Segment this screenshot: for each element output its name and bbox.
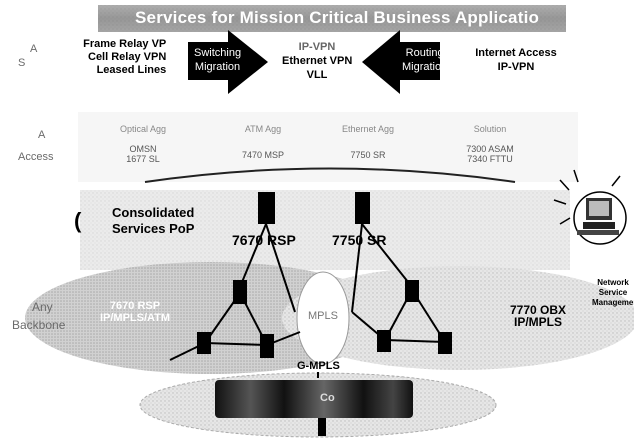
mpls-core bbox=[296, 271, 350, 365]
pop-router-7670-label: 7670 RSP bbox=[232, 232, 296, 248]
router-7750-sr-top bbox=[355, 192, 370, 224]
service-vll: VLL bbox=[306, 69, 328, 81]
access-header-optical: Optical Agg bbox=[119, 124, 167, 134]
pop-label-consolidated: Consolidated bbox=[112, 205, 195, 220]
banner-title: Services for Mission Critical Business A… bbox=[135, 8, 540, 27]
row-label-backbone-b: Backbone bbox=[12, 318, 66, 332]
optical-label: Co bbox=[320, 392, 335, 404]
router-7670-rsp-top bbox=[258, 192, 275, 224]
access-ethernet-7750: 7750 SR bbox=[350, 150, 386, 160]
pop-router-7750-label: 7750 SR bbox=[332, 232, 387, 248]
backbone-left-tech: IP/MPLS/ATM bbox=[99, 312, 171, 324]
switching-migration-arrow bbox=[188, 30, 268, 94]
routing-arrow-label-2: Migration bbox=[402, 61, 448, 73]
service-cell-relay: Cell Relay VPN bbox=[88, 51, 167, 63]
row-label-services-b: S bbox=[18, 57, 26, 69]
backbone-right-cloud bbox=[282, 266, 634, 370]
access-optical-omsn: OMSN bbox=[129, 144, 157, 154]
access-solution-7300: 7300 ASAM bbox=[466, 144, 514, 154]
access-solution-7340: 7340 FTTU bbox=[467, 154, 513, 164]
row-label-backbone-a: Any bbox=[32, 300, 53, 314]
gmpls-label: G-MPLS bbox=[297, 360, 340, 372]
pop-label-services: Services PoP bbox=[112, 221, 195, 236]
management-label-management: Management bbox=[592, 298, 634, 307]
service-ip-vpn: IP-VPN bbox=[298, 41, 336, 53]
access-optical-1677: 1677 SL bbox=[126, 154, 160, 164]
switching-arrow-label-2: Migration bbox=[194, 61, 241, 73]
service-frame-relay: Frame Relay VP bbox=[83, 38, 167, 50]
optical-switches bbox=[215, 380, 413, 418]
row-label-services-a: A bbox=[30, 43, 38, 55]
backbone-right-name: 7770 OBX bbox=[509, 303, 567, 317]
service-ethernet-vpn: Ethernet VPN bbox=[282, 55, 353, 67]
service-leased-lines: Leased Lines bbox=[96, 64, 167, 76]
access-header-atm: ATM Agg bbox=[244, 124, 282, 134]
routing-arrow-label-1: Routing bbox=[405, 47, 444, 59]
routing-migration-arrow bbox=[362, 30, 440, 94]
row-label-access-b: Access bbox=[18, 151, 54, 163]
pop-paren: ( bbox=[74, 208, 82, 233]
access-atm-7470: 7470 MSP bbox=[241, 150, 285, 160]
access-header-solution: Solution bbox=[473, 124, 507, 134]
service-ip-vpn-right: IP-VPN bbox=[497, 61, 535, 73]
row-label-access-a: A bbox=[38, 129, 46, 141]
service-internet-access: Internet Access bbox=[475, 47, 557, 59]
management-label-service: Service bbox=[598, 288, 628, 297]
access-header-ethernet: Ethernet Agg bbox=[341, 124, 395, 134]
backbone-left-name: 7670 RSP bbox=[109, 300, 161, 312]
management-label-network: Network bbox=[597, 278, 629, 287]
backbone-right-tech: IP/MPLS bbox=[513, 315, 562, 329]
switching-arrow-label-1: Switching bbox=[194, 47, 242, 59]
mpls-label: MPLS bbox=[308, 310, 338, 322]
network-management-terminal bbox=[553, 169, 627, 245]
